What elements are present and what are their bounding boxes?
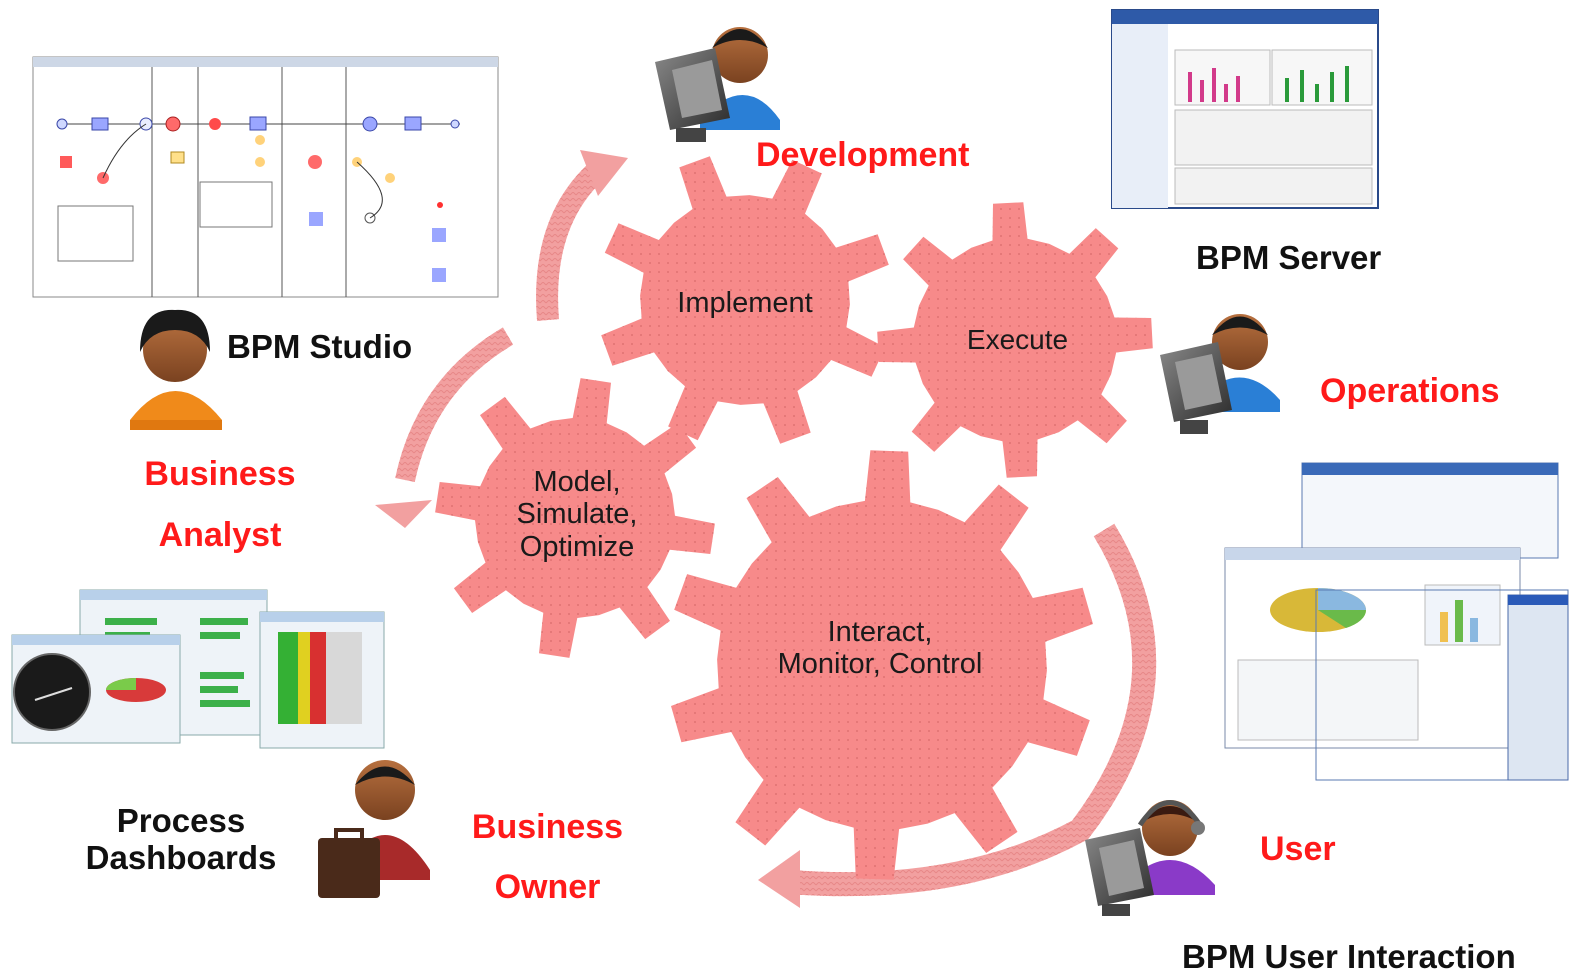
gear-model-line-2: Simulate, xyxy=(516,498,638,531)
gear-interact xyxy=(671,450,1093,880)
operator-at-computer-icon xyxy=(1160,314,1280,434)
tool-process-dashboards: Process Dashboards xyxy=(70,802,292,876)
tool-bpm-server: BPM Server xyxy=(1196,239,1382,276)
gear-execute-texture xyxy=(877,202,1153,478)
process-dashboards-screenshot xyxy=(11,589,385,749)
gear-interact-line-2: Monitor, Control xyxy=(777,648,983,681)
gear-model-line-1: Model, xyxy=(533,466,621,498)
role-development: Development xyxy=(756,136,970,174)
role-business-owner: Business Owner xyxy=(440,797,655,917)
role-business-analyst-line-1: Business xyxy=(144,455,296,493)
bpm-server-screenshot xyxy=(1111,9,1379,209)
developer-at-computer-icon xyxy=(655,27,780,142)
tool-bpm-studio: BPM Studio xyxy=(227,328,413,365)
user-with-headset-at-computer-icon xyxy=(1085,800,1215,916)
business-analyst-icon xyxy=(130,309,222,430)
tool-bpm-user-interaction: BPM User Interaction xyxy=(1182,938,1516,975)
bpm-user-interaction-screenshot xyxy=(1224,462,1569,781)
gear-interact-line-1: Interact, xyxy=(827,616,933,648)
bpm-studio-screenshot xyxy=(32,56,499,298)
role-business-analyst-line-2: Analyst xyxy=(158,516,282,554)
gear-interact-texture xyxy=(671,450,1093,880)
gear-implement-texture xyxy=(601,156,889,444)
gear-implement-label: Implement xyxy=(677,287,813,319)
gear-execute-label: Execute xyxy=(966,324,1069,355)
role-business-owner-line-2: Owner xyxy=(494,868,601,906)
cycle-arrow-top xyxy=(536,150,628,321)
gear-model xyxy=(435,378,715,658)
role-business-analyst: Business Analyst xyxy=(110,444,330,566)
gear-execute xyxy=(877,202,1153,478)
cycle-arrow-right-bottom xyxy=(758,523,1157,908)
tool-process-dashboards-line-2: Dashboards xyxy=(85,839,277,876)
gear-interact-label: Interact, Monitor, Control xyxy=(745,616,1015,681)
tool-process-dashboards-line-1: Process xyxy=(116,802,246,839)
gear-implement xyxy=(601,156,889,444)
business-owner-with-briefcase-icon xyxy=(318,760,430,898)
role-business-owner-line-1: Business xyxy=(471,808,624,846)
gear-model-label: Model, Simulate, Optimize xyxy=(472,466,682,563)
role-operations: Operations xyxy=(1320,372,1500,410)
cycle-arrow-left xyxy=(375,327,514,528)
gear-model-texture xyxy=(435,378,715,658)
role-user: User xyxy=(1260,830,1336,868)
gear-model-line-3: Optimize xyxy=(519,530,635,563)
